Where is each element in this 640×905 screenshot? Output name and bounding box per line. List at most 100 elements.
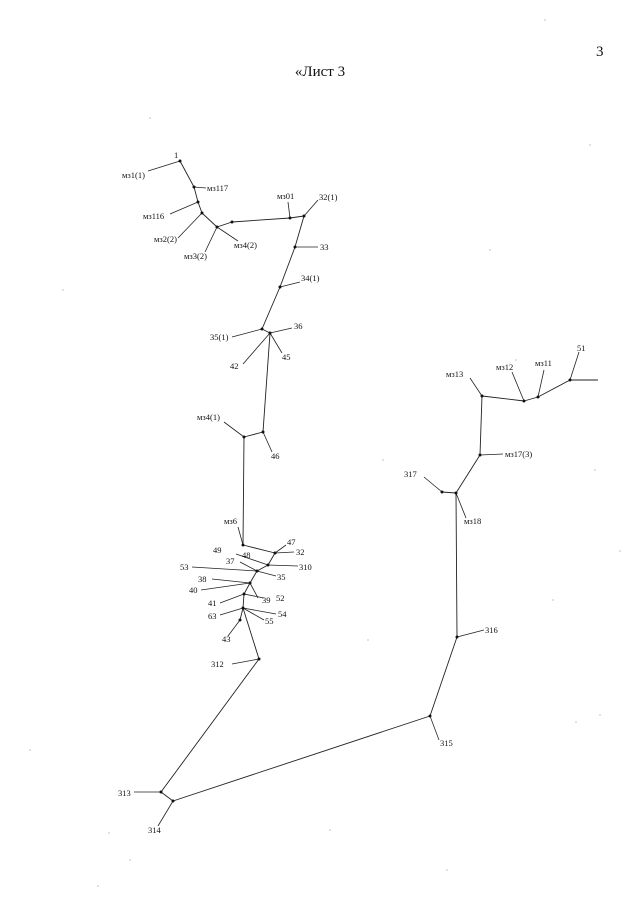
leader-line: [191, 566, 258, 572]
leader-line: [274, 544, 287, 554]
label-leader-lines: [134, 160, 580, 827]
tree-branch: [455, 454, 481, 494]
leader-line: [177, 212, 203, 239]
leader-line: [537, 369, 545, 398]
leader-line: [456, 629, 485, 638]
tree-branch: [262, 332, 271, 433]
tree-node: [278, 285, 282, 289]
scan-speck: [544, 19, 546, 21]
leader-line: [219, 607, 244, 616]
tree-node: [268, 331, 272, 335]
node-label-l51: 51: [577, 343, 586, 353]
leader-line: [169, 201, 199, 215]
node-label-l41: 41: [208, 598, 217, 608]
leader-line: [231, 658, 260, 665]
leader-line: [242, 607, 265, 621]
tree-branch: [231, 217, 291, 223]
scan-speck: [489, 249, 491, 251]
tree-branch: [243, 582, 251, 595]
node-label-l53: 53: [180, 562, 189, 572]
tree-node: [428, 714, 432, 718]
scan-speck: [108, 832, 110, 834]
node-label-mz11: мз11: [535, 358, 552, 368]
leader-line: [157, 800, 174, 827]
tree-node: [257, 657, 261, 661]
node-label-mz3-2: мз3(2): [184, 251, 207, 261]
node-label-l35-1: 35(1): [210, 332, 229, 342]
tree-node: [480, 394, 484, 398]
node-label-l310: 310: [299, 562, 312, 572]
leader-line: [279, 281, 301, 288]
leader-line: [269, 327, 293, 334]
node-label-l63: 63: [208, 611, 217, 621]
leader-line: [242, 607, 277, 615]
tree-node: [171, 799, 175, 803]
leader-line: [219, 593, 245, 604]
scan-specks: [29, 19, 621, 887]
node-label-l39: 39: [262, 595, 271, 605]
tree-branch: [279, 246, 296, 288]
tree-branch: [249, 570, 258, 584]
node-label-l35: 35: [277, 572, 286, 582]
tree-node: [454, 491, 458, 495]
leader-line: [269, 332, 283, 354]
leader-line: [249, 582, 259, 599]
scan-speck: [62, 289, 64, 291]
leader-line: [243, 593, 265, 599]
scan-speck: [594, 469, 596, 471]
node-label-l47: 47: [287, 537, 296, 547]
tree-branch: [242, 436, 245, 546]
leader-line: [239, 561, 258, 572]
tree-node: [242, 435, 246, 439]
leader-line: [511, 371, 525, 402]
leader-line: [274, 551, 295, 554]
leader-line: [256, 570, 277, 577]
tree-node: [242, 592, 246, 596]
node-label-l312: 312: [211, 659, 224, 669]
tree-node: [478, 453, 482, 457]
node-label-mz6: мз6: [224, 516, 237, 526]
node-label-mz2-2: мз2(2): [154, 234, 177, 244]
tree-branch: [197, 201, 203, 214]
node-label-l1: 1: [174, 150, 178, 160]
leader-line: [147, 160, 181, 172]
node-label-mz12: мз12: [496, 362, 513, 372]
leader-line: [455, 492, 467, 519]
node-label-l313: 313: [118, 788, 131, 798]
tree-branch: [172, 715, 431, 802]
tree-node: [568, 378, 572, 382]
node-label-l49: 49: [213, 545, 222, 555]
tree-node: [196, 200, 200, 204]
tree-node: [266, 563, 270, 567]
node-label-l52: 52: [276, 593, 285, 603]
scan-speck: [515, 359, 517, 361]
tree-branch: [479, 395, 483, 456]
tree-branch: [261, 286, 281, 330]
leader-line: [227, 619, 241, 637]
leader-line: [200, 582, 251, 591]
leader-line: [235, 553, 269, 566]
node-label-mz4-2: мз4(2): [234, 240, 257, 250]
node-label-l46: 46: [271, 451, 280, 461]
tree-node: [536, 395, 540, 399]
leader-line: [479, 453, 504, 456]
leader-line: [287, 201, 291, 219]
leader-line: [262, 431, 273, 453]
scan-speck: [367, 639, 369, 641]
node-label-l314: 314: [148, 825, 162, 835]
node-label-l317: 317: [404, 469, 417, 479]
tree-node: [159, 790, 163, 794]
node-label-l37: 37: [226, 556, 235, 566]
leader-line: [231, 328, 263, 338]
node-label-mz01: мз01: [277, 191, 294, 201]
node-label-l54: 54: [278, 609, 287, 619]
leader-line: [569, 351, 580, 381]
tree-node: [241, 606, 245, 610]
leader-line: [193, 186, 207, 189]
node-label-mz4-1: мз4(1): [197, 412, 220, 422]
tree-node: [455, 635, 459, 639]
tree-node: [200, 211, 204, 215]
tree-branch: [289, 215, 305, 219]
tree-node: [215, 225, 219, 229]
